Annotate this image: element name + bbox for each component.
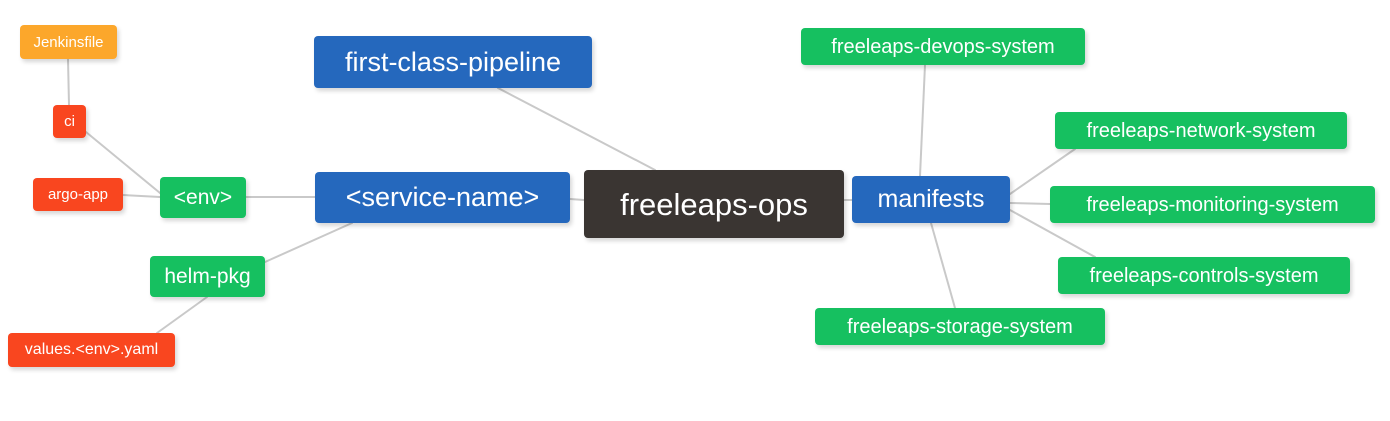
node-network-system[interactable]: freeleaps-network-system: [1055, 112, 1347, 149]
node-helm-pkg[interactable]: helm-pkg: [150, 256, 265, 297]
node-monitoring-system[interactable]: freeleaps-monitoring-system: [1050, 186, 1375, 223]
node-argo-app[interactable]: argo-app: [33, 178, 123, 211]
node-manifests[interactable]: manifests: [852, 176, 1010, 223]
node-ci[interactable]: ci: [53, 105, 86, 138]
edge-manifests-to-devops-system: [919, 64, 926, 177]
node-storage-system[interactable]: freeleaps-storage-system: [815, 308, 1105, 345]
node-jenkinsfile[interactable]: Jenkinsfile: [20, 25, 117, 59]
edge-argo-app-to-env: [122, 194, 161, 198]
node-controls-system[interactable]: freeleaps-controls-system: [1058, 257, 1350, 294]
edge-manifests-to-monitoring-system: [1009, 202, 1051, 205]
edge-service-name-to-freeleaps-ops: [569, 198, 585, 201]
node-freeleaps-ops[interactable]: freeleaps-ops: [584, 170, 844, 238]
node-env[interactable]: <env>: [160, 177, 246, 218]
node-first-class-pipeline[interactable]: first-class-pipeline: [314, 36, 592, 88]
edge-helm-pkg-to-service-name: [264, 222, 353, 263]
edge-first-class-pipeline-to-freeleaps-ops: [497, 87, 656, 171]
node-service-name[interactable]: <service-name>: [315, 172, 570, 223]
edge-jenkinsfile-to-ci: [67, 58, 70, 106]
node-values-yaml[interactable]: values.<env>.yaml: [8, 333, 175, 367]
edge-values-yaml-to-helm-pkg: [156, 296, 208, 334]
edge-manifests-to-storage-system: [930, 222, 956, 309]
node-devops-system[interactable]: freeleaps-devops-system: [801, 28, 1085, 65]
